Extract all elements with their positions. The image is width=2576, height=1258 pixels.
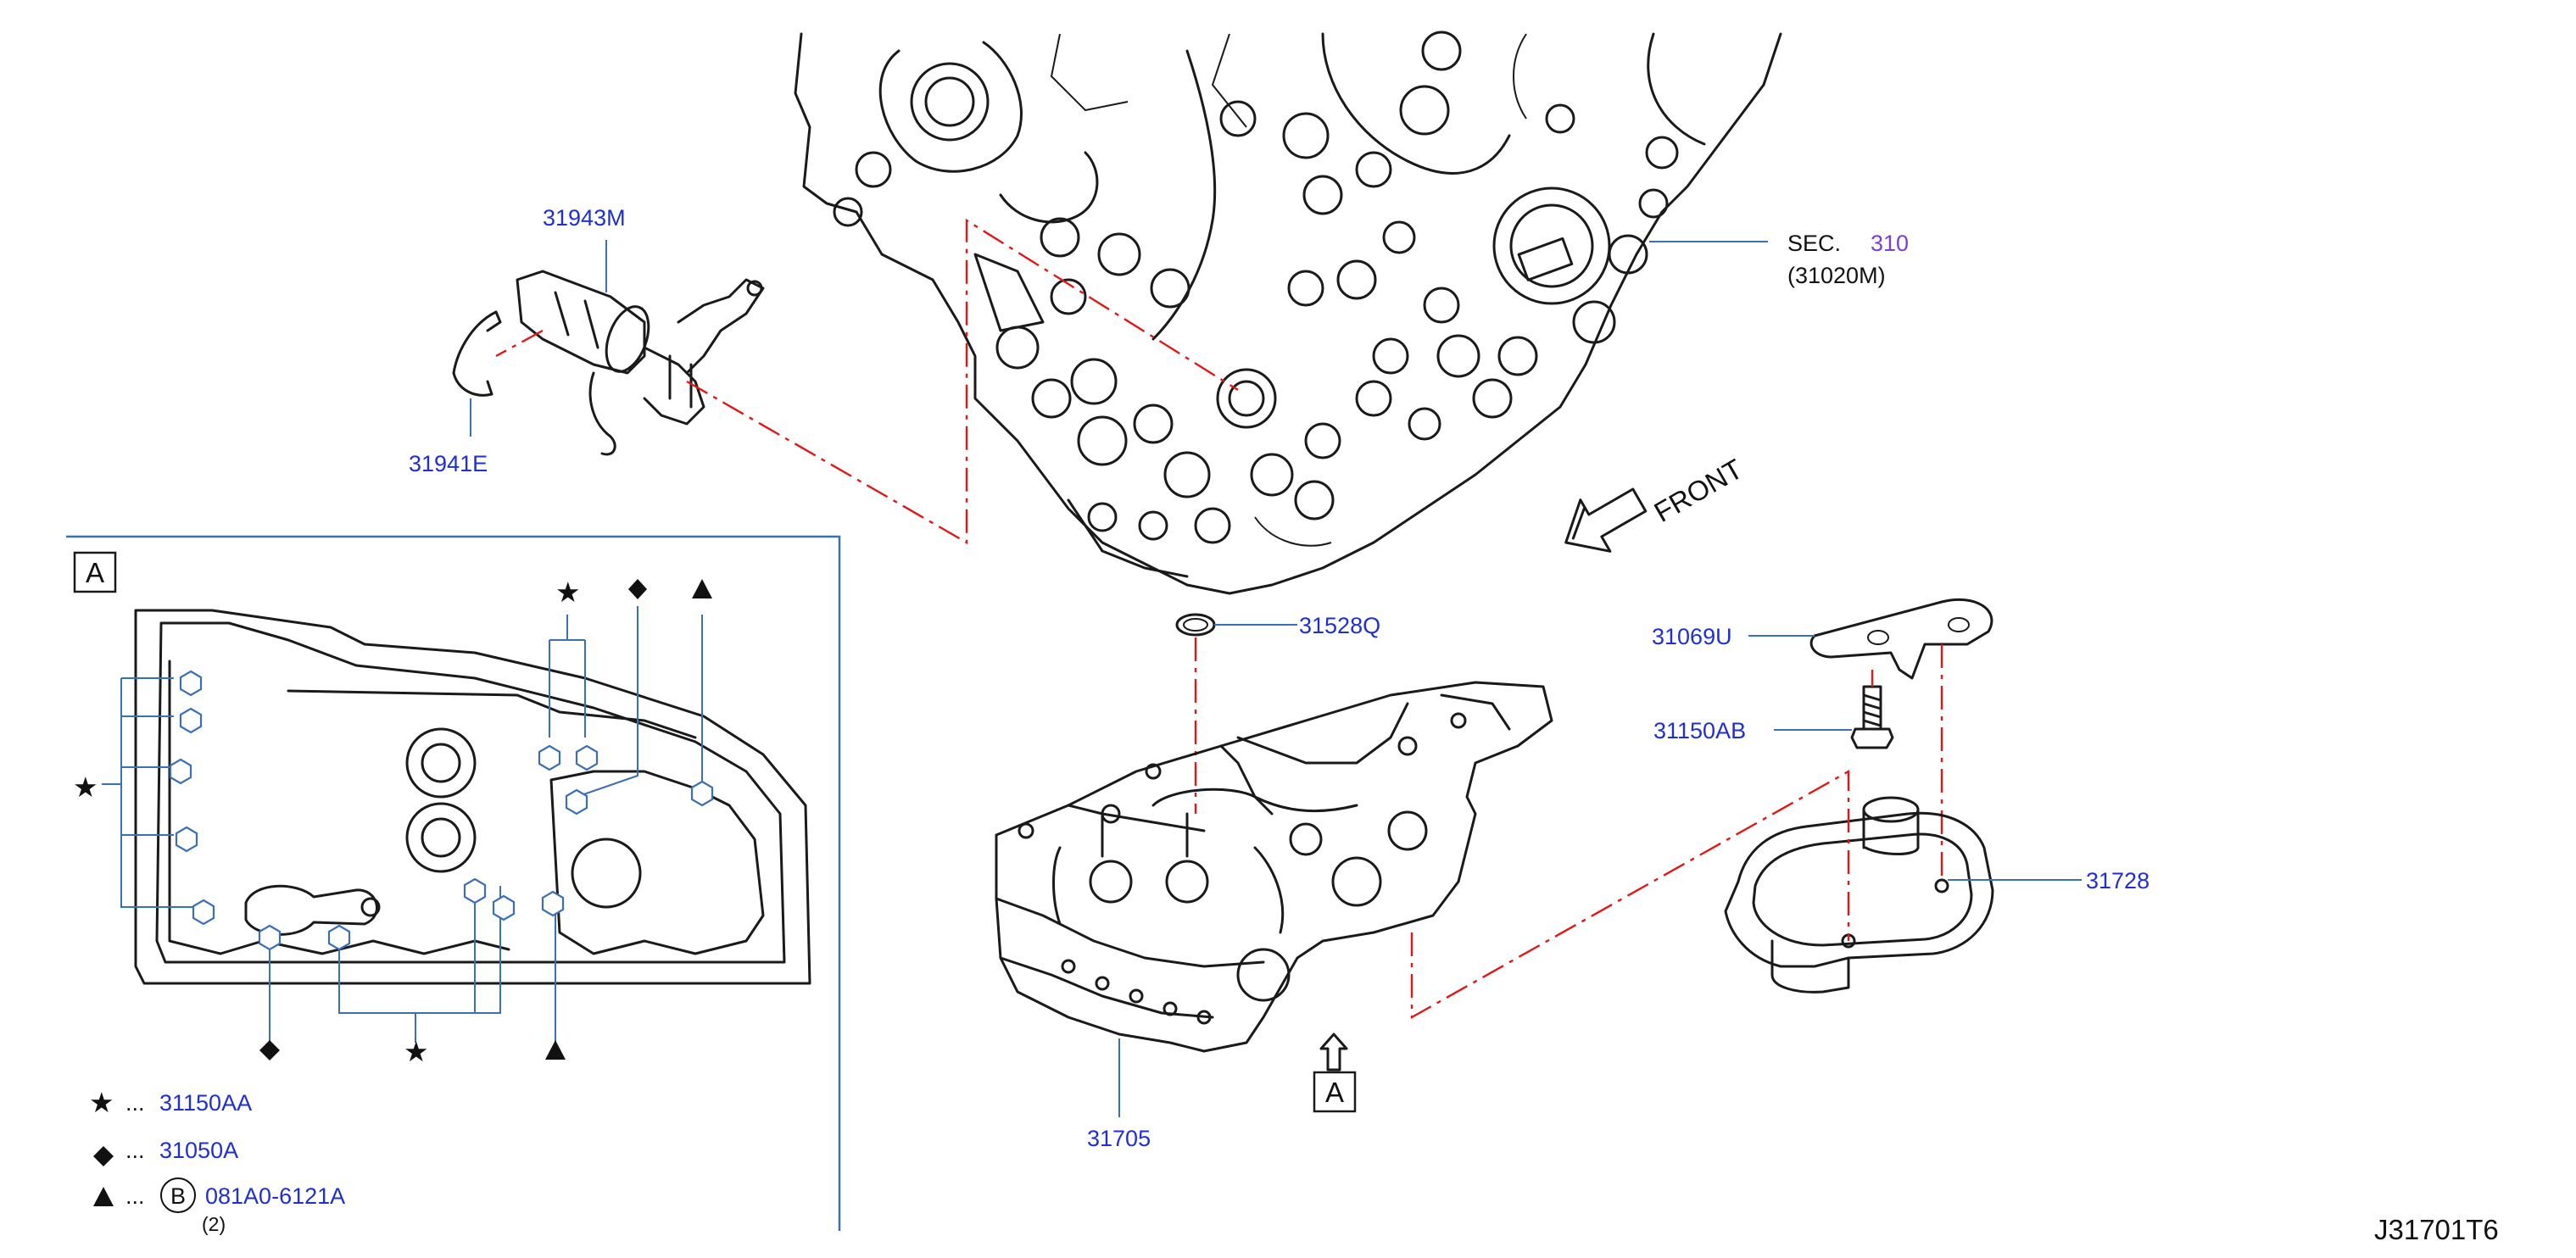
view-a-reference-tag: A bbox=[1325, 1077, 1344, 1108]
part-31728-label[interactable]: 31728 bbox=[2086, 868, 2149, 893]
front-label: FRONT bbox=[1648, 453, 1748, 528]
legend-star-icon: ★ bbox=[89, 1087, 114, 1118]
part-31528Q-label[interactable]: 31528Q bbox=[1299, 613, 1380, 638]
up-arrow-icon bbox=[1319, 1033, 1348, 1072]
detail-view-a-panel: A bbox=[66, 535, 841, 1231]
detail-view-a-tag: A bbox=[86, 557, 104, 588]
legend-triangle-part[interactable]: 081A0-6121A bbox=[205, 1183, 345, 1209]
reference-line-solenoid-to-case bbox=[686, 218, 1239, 545]
legend-circle-letter: B bbox=[170, 1183, 186, 1209]
part-31705-label[interactable]: 31705 bbox=[1087, 1126, 1151, 1151]
part-31943M-label[interactable]: 31943M bbox=[543, 205, 626, 231]
legend-star-dots: ... bbox=[125, 1090, 145, 1116]
diamond-symbol-top bbox=[628, 579, 647, 599]
legend-diamond-part[interactable]: 31050A bbox=[159, 1138, 238, 1163]
view-a-reference-box[interactable] bbox=[1313, 1071, 1357, 1113]
legend-triangle-icon bbox=[93, 1187, 114, 1206]
oil-strainer-illustration bbox=[1724, 796, 1994, 994]
bolt-illustration bbox=[1850, 685, 1894, 749]
part-31069U-label[interactable]: 31069U bbox=[1652, 624, 1732, 649]
section-prefix: SEC. bbox=[1787, 231, 1841, 256]
transmission-case-illustration bbox=[794, 31, 1782, 595]
legend: ★ ... 31150AA ... 31050A ... B 081A0-612… bbox=[89, 1087, 345, 1235]
triangle-symbol-top bbox=[692, 579, 712, 598]
solenoid-assembly-illustration bbox=[452, 270, 765, 456]
star-symbol-bottom: ★ bbox=[404, 1036, 429, 1067]
legend-diamond-dots: ... bbox=[125, 1138, 145, 1163]
legend-star-part[interactable]: 31150AA bbox=[159, 1090, 252, 1116]
star-symbol-left: ★ bbox=[73, 771, 98, 803]
part-31150AB-label[interactable]: 31150AB bbox=[1653, 718, 1746, 743]
diagram-id: J31701T6 bbox=[2374, 1214, 2499, 1245]
section-subtitle: (31020M) bbox=[1787, 263, 1886, 288]
front-arrow-icon bbox=[1564, 487, 1648, 553]
reference-line-solenoid bbox=[495, 329, 544, 358]
legend-triangle-dots: ... bbox=[125, 1183, 145, 1209]
o-ring-illustration bbox=[1175, 613, 1216, 637]
star-symbol-top: ★ bbox=[555, 576, 581, 608]
section-number-link[interactable]: 310 bbox=[1871, 231, 1909, 256]
bracket-illustration bbox=[1809, 598, 1993, 680]
legend-diamond-icon bbox=[93, 1146, 114, 1166]
diamond-symbol-bottom bbox=[259, 1040, 280, 1060]
part-31941E-label[interactable]: 31941E bbox=[409, 451, 488, 476]
triangle-symbol-bottom bbox=[545, 1040, 566, 1060]
control-valve-illustration bbox=[995, 681, 1553, 1053]
reference-line-valve-to-filter bbox=[1410, 769, 1850, 1020]
legend-triangle-qty: (2) bbox=[202, 1213, 226, 1235]
